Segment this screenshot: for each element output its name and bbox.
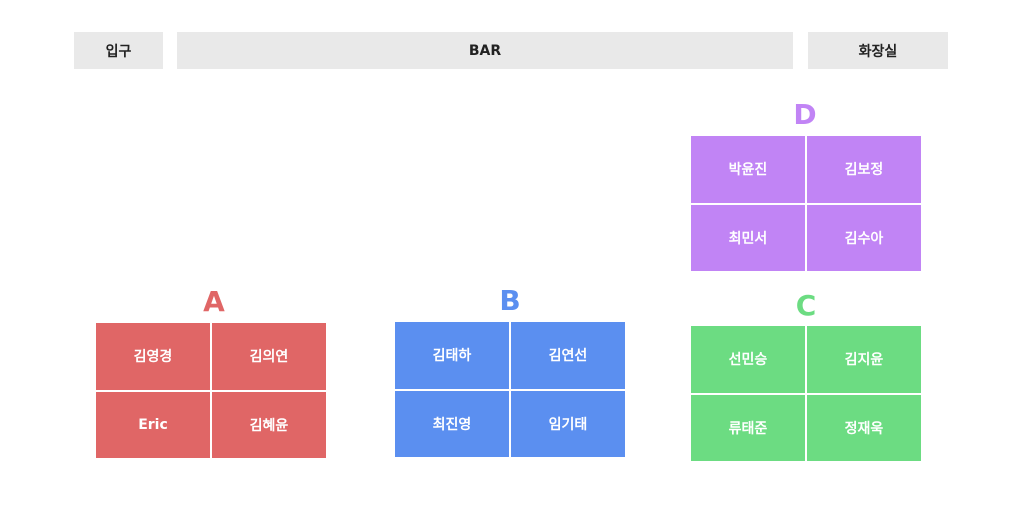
seat: 김보정 (807, 136, 921, 203)
seat: 김영경 (96, 323, 210, 390)
bar-zone: BAR (177, 32, 793, 69)
seat: 최진영 (395, 390, 509, 457)
table-c: 선민승 김지윤 류태준 정재욱 (691, 326, 921, 461)
seat: 김수아 (807, 204, 921, 271)
seat: 김태하 (395, 322, 509, 389)
restroom-zone: 화장실 (808, 32, 948, 69)
seat: Eric (96, 391, 210, 458)
entrance-label: 입구 (105, 43, 132, 60)
seat: 최민서 (691, 204, 805, 271)
table-d-letter: D (793, 98, 817, 131)
seat: 선민승 (691, 326, 805, 393)
table-c-letter: C (795, 289, 817, 322)
seat: 김혜윤 (212, 391, 326, 458)
seat: 박윤진 (691, 136, 805, 203)
entrance-zone: 입구 (74, 32, 163, 69)
bar-label: BAR (468, 42, 502, 59)
seat: 김연선 (511, 322, 625, 389)
table-a-letter: A (203, 285, 225, 318)
restroom-label: 화장실 (858, 43, 898, 60)
table-a: 김영경 김의연 Eric 김혜윤 (96, 323, 326, 458)
seat: 김지윤 (807, 326, 921, 393)
seat: 김의연 (212, 323, 326, 390)
table-b: 김태하 김연선 최진영 임기태 (395, 322, 625, 457)
table-b-letter: B (499, 284, 521, 317)
table-d: 박윤진 김보정 최민서 김수아 (691, 136, 921, 271)
seat: 임기태 (511, 390, 625, 457)
seat: 류태준 (691, 394, 805, 461)
seat: 정재욱 (807, 394, 921, 461)
